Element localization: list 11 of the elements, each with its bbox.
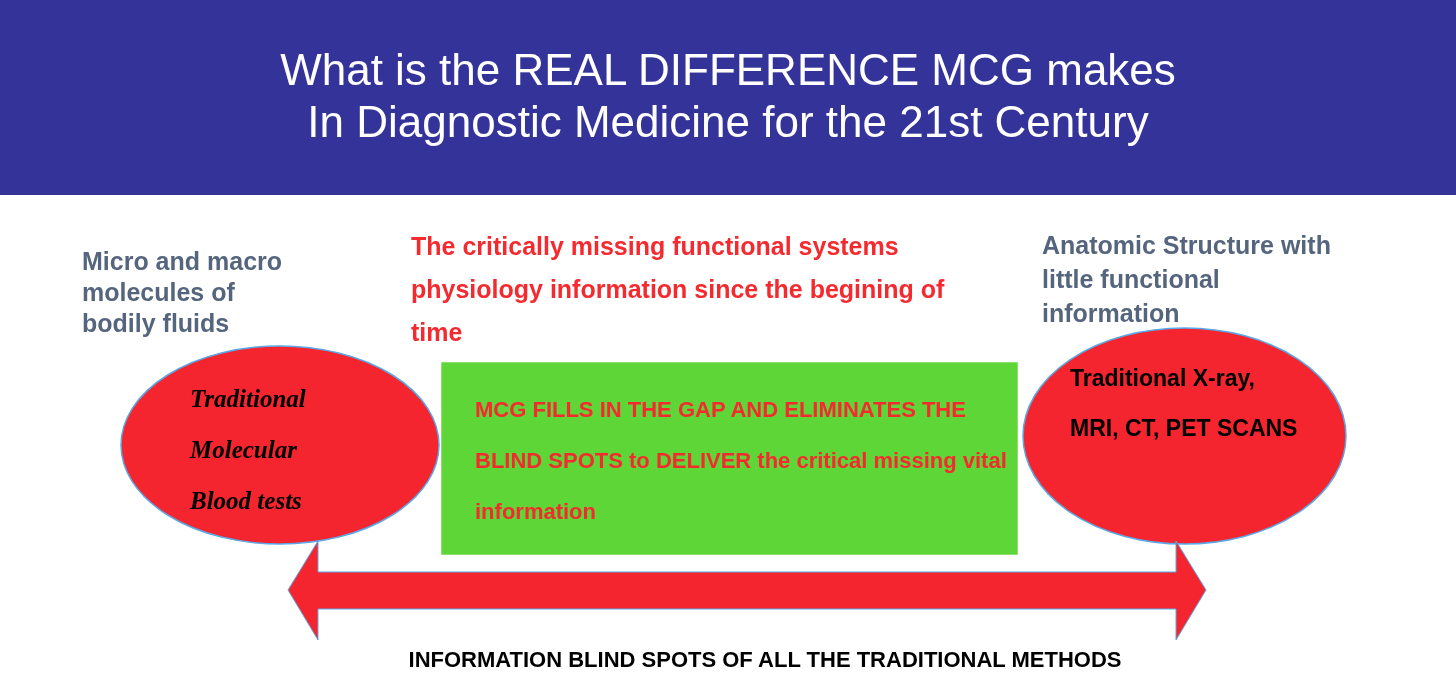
node-text: MCG FILLS IN THE GAP AND ELIMINATES THE BLIND SPOTS to DELIVER the critical missing vital information (475, 396, 1008, 526)
process-box (441, 362, 1018, 555)
caption-text: The critically missing functional systems physiology information since the begining of time (411, 231, 946, 348)
title: What is the REAL DIFFERENCE MCG makes In Diagnostic Medicine for the 21st Century (279, 44, 1177, 148)
caption-text: Micro and macro molecules of bodily fluids (82, 246, 284, 339)
node-text: Traditional X-ray, MRI, CT, PET SCANS (1070, 364, 1299, 443)
arrow-caption: INFORMATION BLIND SPOTS OF ALL THE TRADITIONAL METHODS (407, 646, 1123, 674)
caption-text: Anatomic Structure with little functional information (1042, 230, 1332, 329)
ellipse-node (1022, 327, 1347, 545)
ellipse-node (120, 345, 440, 545)
node-text: Traditional Molecular Blood tests (190, 384, 307, 516)
